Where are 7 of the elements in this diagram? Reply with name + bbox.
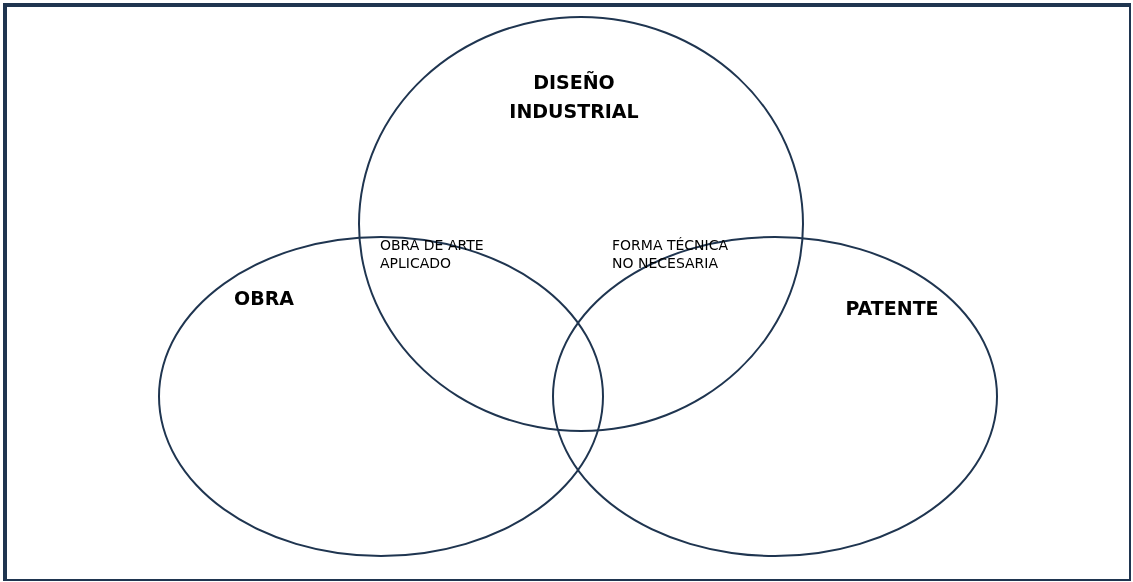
circle-label: PATENTE — [844, 295, 940, 321]
circle-label: DISEÑO INDUSTRIAL — [508, 70, 640, 124]
venn-circle — [552, 236, 998, 557]
circle-label: OBRA — [233, 285, 295, 311]
venn-circle — [358, 16, 804, 432]
venn-circle — [158, 236, 604, 557]
overlap-label: OBRA DE ARTE APLICADO — [380, 236, 485, 272]
